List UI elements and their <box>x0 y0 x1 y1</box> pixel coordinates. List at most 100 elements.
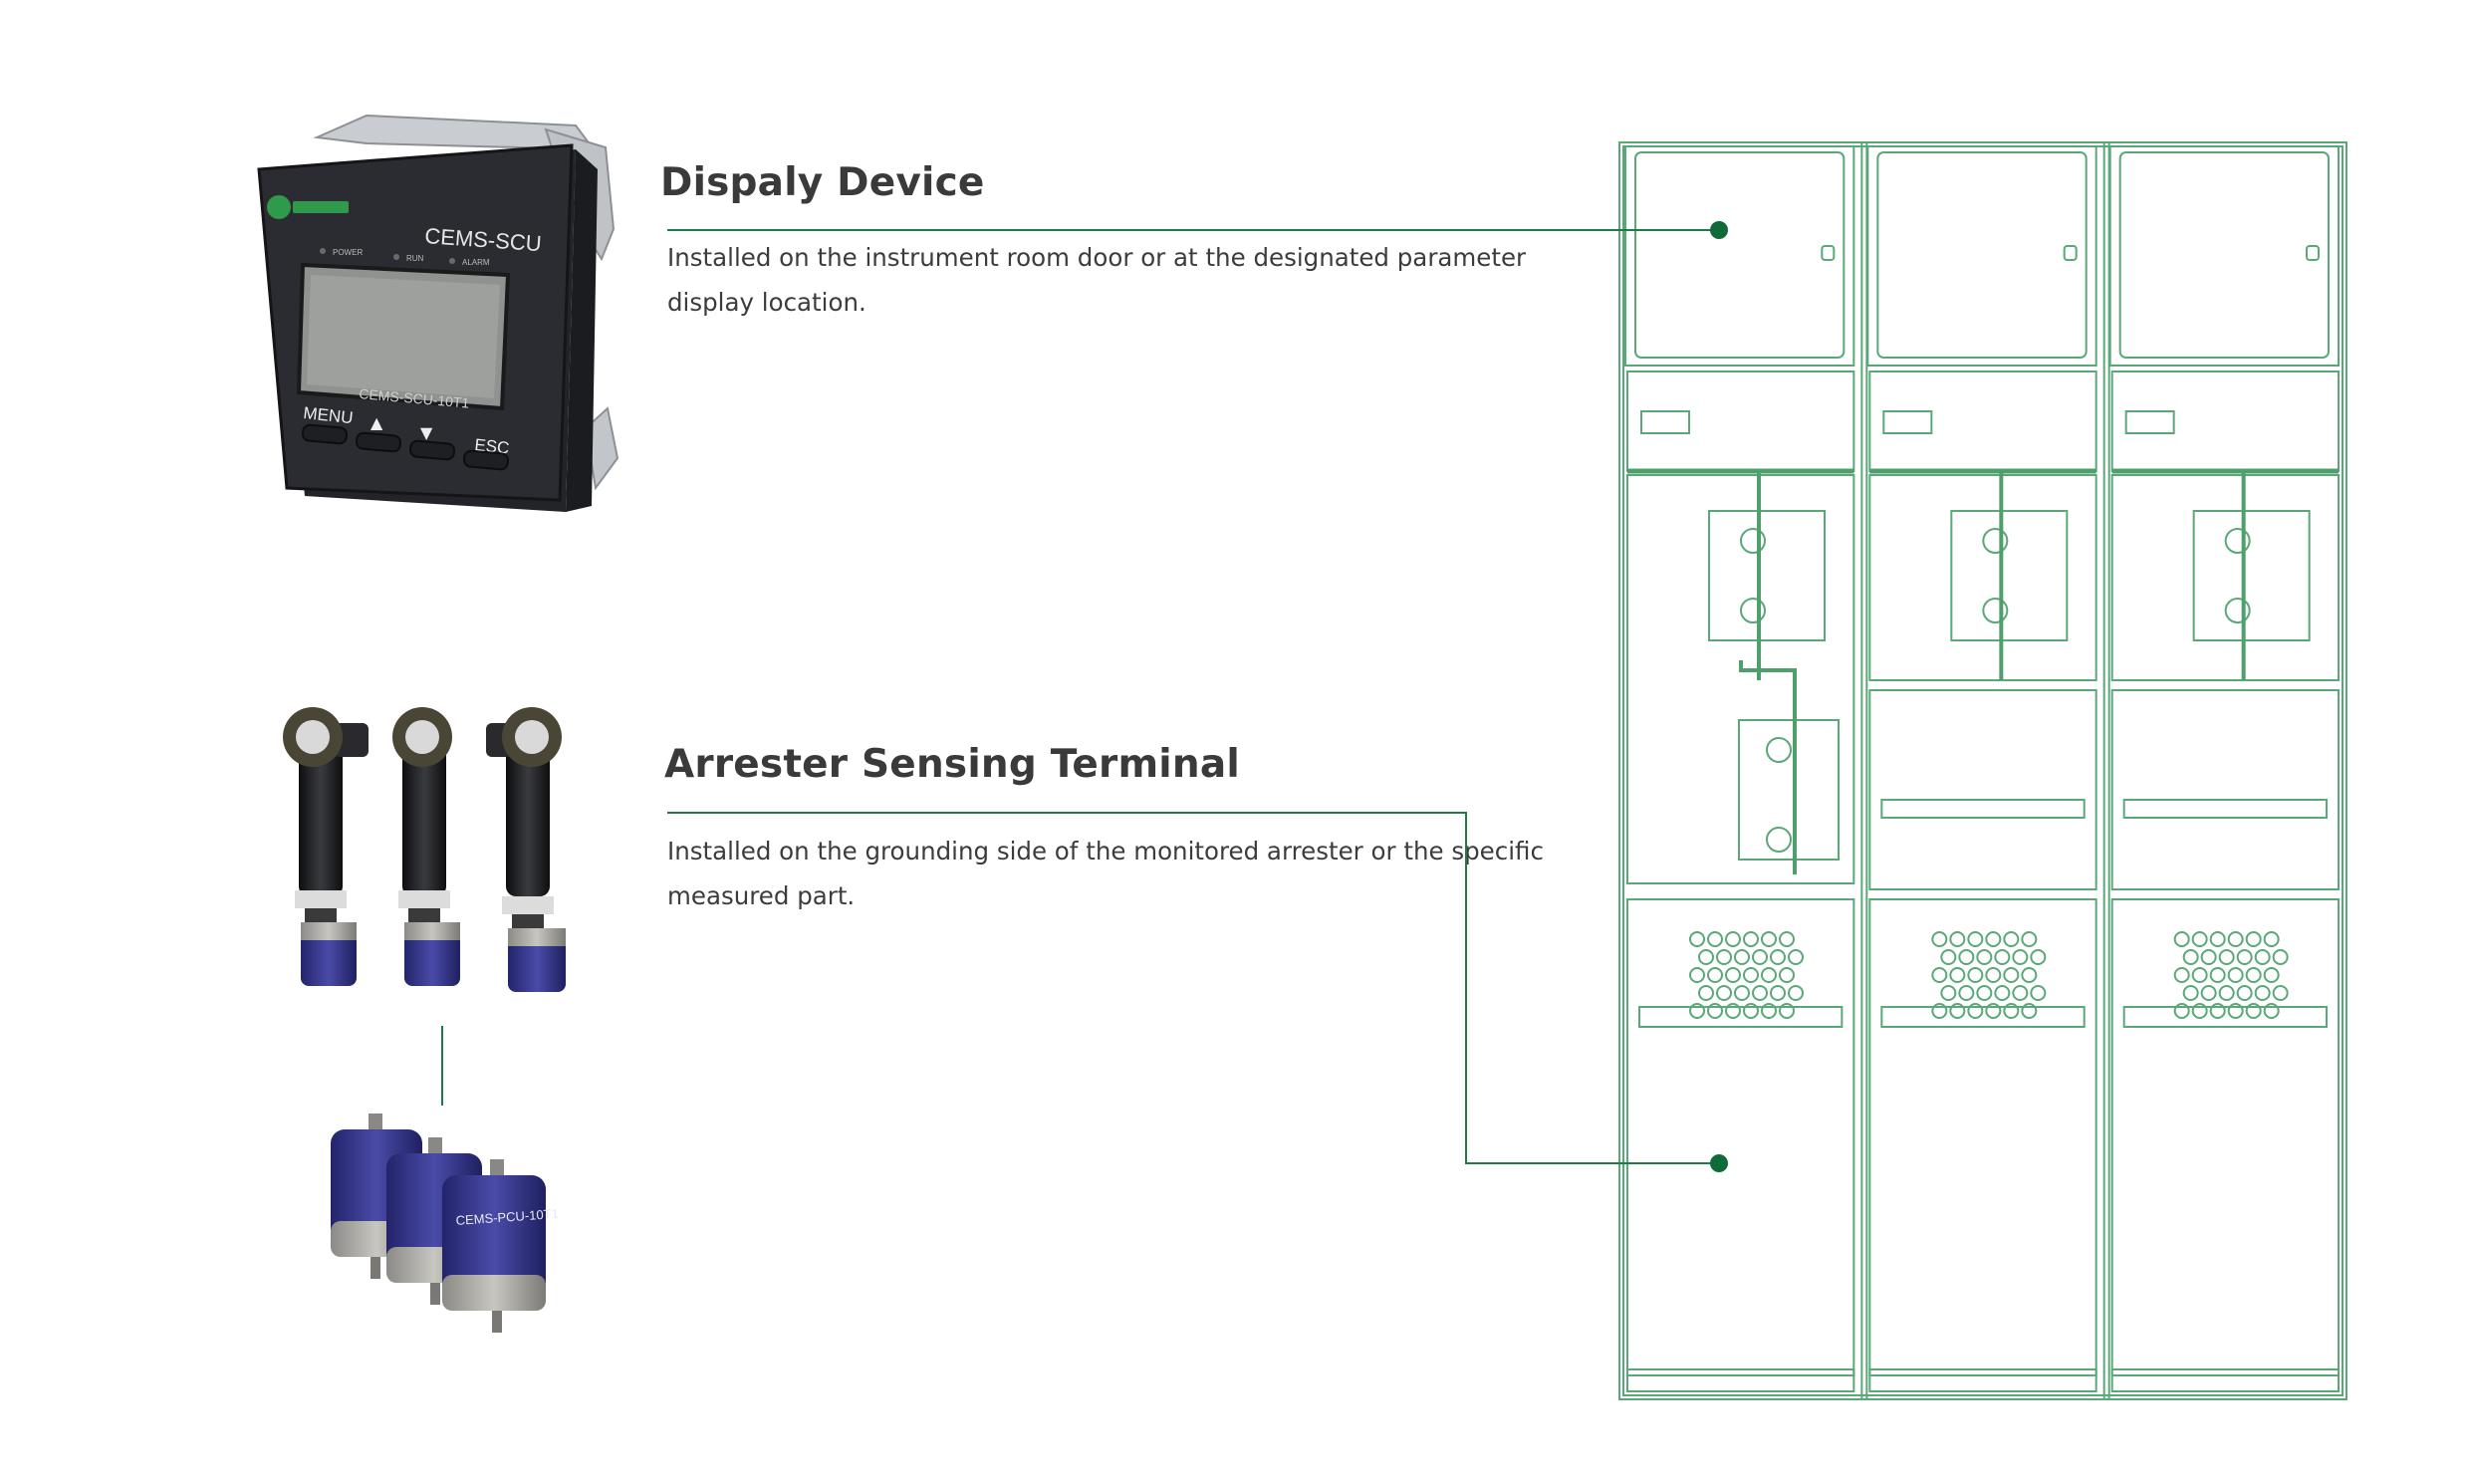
operating-mechanism <box>1708 510 1826 641</box>
arrester-terminal-title: Arrester Sensing Terminal <box>664 742 1240 787</box>
display-device-title: Dispaly Device <box>660 160 985 205</box>
vent-hole <box>1958 949 1975 965</box>
vent-hole <box>2003 931 2020 947</box>
vent-hole <box>1994 949 2011 965</box>
terminal-strip <box>1882 410 1933 434</box>
relay-section <box>1868 371 2097 472</box>
vent-hole <box>1707 967 1723 983</box>
vent-hole <box>1931 1003 1948 1019</box>
vent-hole <box>1689 931 1705 947</box>
cabinet-3 <box>2102 142 2341 1399</box>
sensor-3: CEMS-PCU-10T1 <box>442 1159 559 1333</box>
door-lock-icon <box>1821 245 1836 261</box>
arrester-1 <box>283 707 369 986</box>
vent-hole <box>2173 967 2190 983</box>
vent-hole <box>2012 985 2029 1001</box>
vent-hole <box>1716 985 1732 1001</box>
arrester-terminal-photo: CEMS-PCU-10T1 <box>283 707 566 1333</box>
cabinet-1 <box>1624 145 1855 1392</box>
vent-hole <box>2245 1003 2262 1019</box>
vent-hole <box>2191 1003 2208 1019</box>
base-plinth <box>1626 1368 1855 1392</box>
vent-hole <box>2272 949 2289 965</box>
vent-hole <box>1752 985 1768 1001</box>
operating-knob <box>1740 598 1766 623</box>
instrument-room <box>2108 145 2341 367</box>
vent-hole <box>2245 967 2262 983</box>
vent-hole <box>1770 949 1786 965</box>
switchgear-cabinets <box>1618 141 2347 1400</box>
vent-hole <box>2030 985 2047 1001</box>
operating-knob <box>2224 598 2251 623</box>
tray-shelf <box>1880 799 2086 819</box>
vent-hole <box>1967 1003 1984 1019</box>
vent-hole <box>2263 1003 2280 1019</box>
relay-section <box>1626 371 1855 472</box>
cable-tray <box>1638 1006 1844 1028</box>
vent-hole <box>1949 967 1966 983</box>
relay-section <box>2110 371 2341 472</box>
base-plinth <box>2110 1368 2341 1392</box>
vent-hole <box>1770 985 1786 1001</box>
down-button-label: ▼ <box>420 423 433 442</box>
vent-hole <box>1743 1003 1759 1019</box>
vent-hole <box>2227 967 2244 983</box>
fuse-compartment <box>1868 689 2097 890</box>
operating-knob <box>1740 528 1766 554</box>
vent-hole <box>2012 949 2029 965</box>
vent-hole <box>1940 949 1957 965</box>
cabinet-inner-frame <box>1622 145 2344 1396</box>
vent-hole <box>1761 931 1777 947</box>
cabinet-2 <box>1860 142 2097 1399</box>
cabinet-outer-frame <box>1618 141 2347 1400</box>
instrument-door <box>1876 151 2088 359</box>
vent-hole <box>1985 1003 2002 1019</box>
cable-compartment <box>2110 898 2341 1376</box>
operating-knob <box>1982 528 2009 554</box>
vent-hole <box>2209 967 2226 983</box>
vent-hole <box>2182 985 2199 1001</box>
door-lock-icon <box>2306 245 2320 261</box>
display-device-description: Installed on the instrument room door or… <box>667 243 1527 317</box>
door-lock-icon <box>2063 245 2078 261</box>
arrester-callout-line <box>667 812 1719 1164</box>
vent-hole <box>1967 967 1984 983</box>
led-label-power: POWER <box>333 248 363 257</box>
operating-knob <box>1982 598 2009 623</box>
cable-compartment <box>1626 898 1855 1376</box>
led-label-run: RUN <box>406 254 424 263</box>
switch-compartment <box>1626 474 1855 884</box>
vent-hole <box>1779 967 1795 983</box>
led-label-alarm: ALARM <box>462 258 490 267</box>
feeder-line <box>1739 660 1797 874</box>
vent-hole <box>1985 967 2002 983</box>
vent-hole <box>1761 1003 1777 1019</box>
vent-hole <box>2263 931 2280 947</box>
instrument-room <box>1866 145 2097 367</box>
vent-hole <box>2245 931 2262 947</box>
instrument-door <box>1634 151 1846 359</box>
vent-hole <box>1779 1003 1795 1019</box>
vent-hole <box>2191 967 2208 983</box>
vent-hole <box>1707 931 1723 947</box>
vent-hole <box>2173 931 2190 947</box>
vent-hole <box>1967 931 1984 947</box>
vent-hole <box>2218 985 2235 1001</box>
vent-hole <box>1940 985 1957 1001</box>
vent-hole <box>2173 1003 2190 1019</box>
arrester-callout-dot <box>1710 1154 1728 1172</box>
operating-mechanism <box>1950 510 2069 641</box>
vent-hole <box>2218 949 2235 965</box>
vent-hole <box>2227 1003 2244 1019</box>
vent-hole <box>1761 967 1777 983</box>
vent-hole <box>1743 931 1759 947</box>
vent-hole <box>1689 967 1705 983</box>
vent-hole <box>2236 949 2253 965</box>
vent-hole <box>1707 1003 1723 1019</box>
arrester-2 <box>392 707 460 986</box>
vent-hole <box>2003 1003 2020 1019</box>
operating-knob <box>2224 528 2251 554</box>
arrester-terminal-description: Installed on the grounding side of the m… <box>667 837 1544 910</box>
vent-hole <box>1779 931 1795 947</box>
